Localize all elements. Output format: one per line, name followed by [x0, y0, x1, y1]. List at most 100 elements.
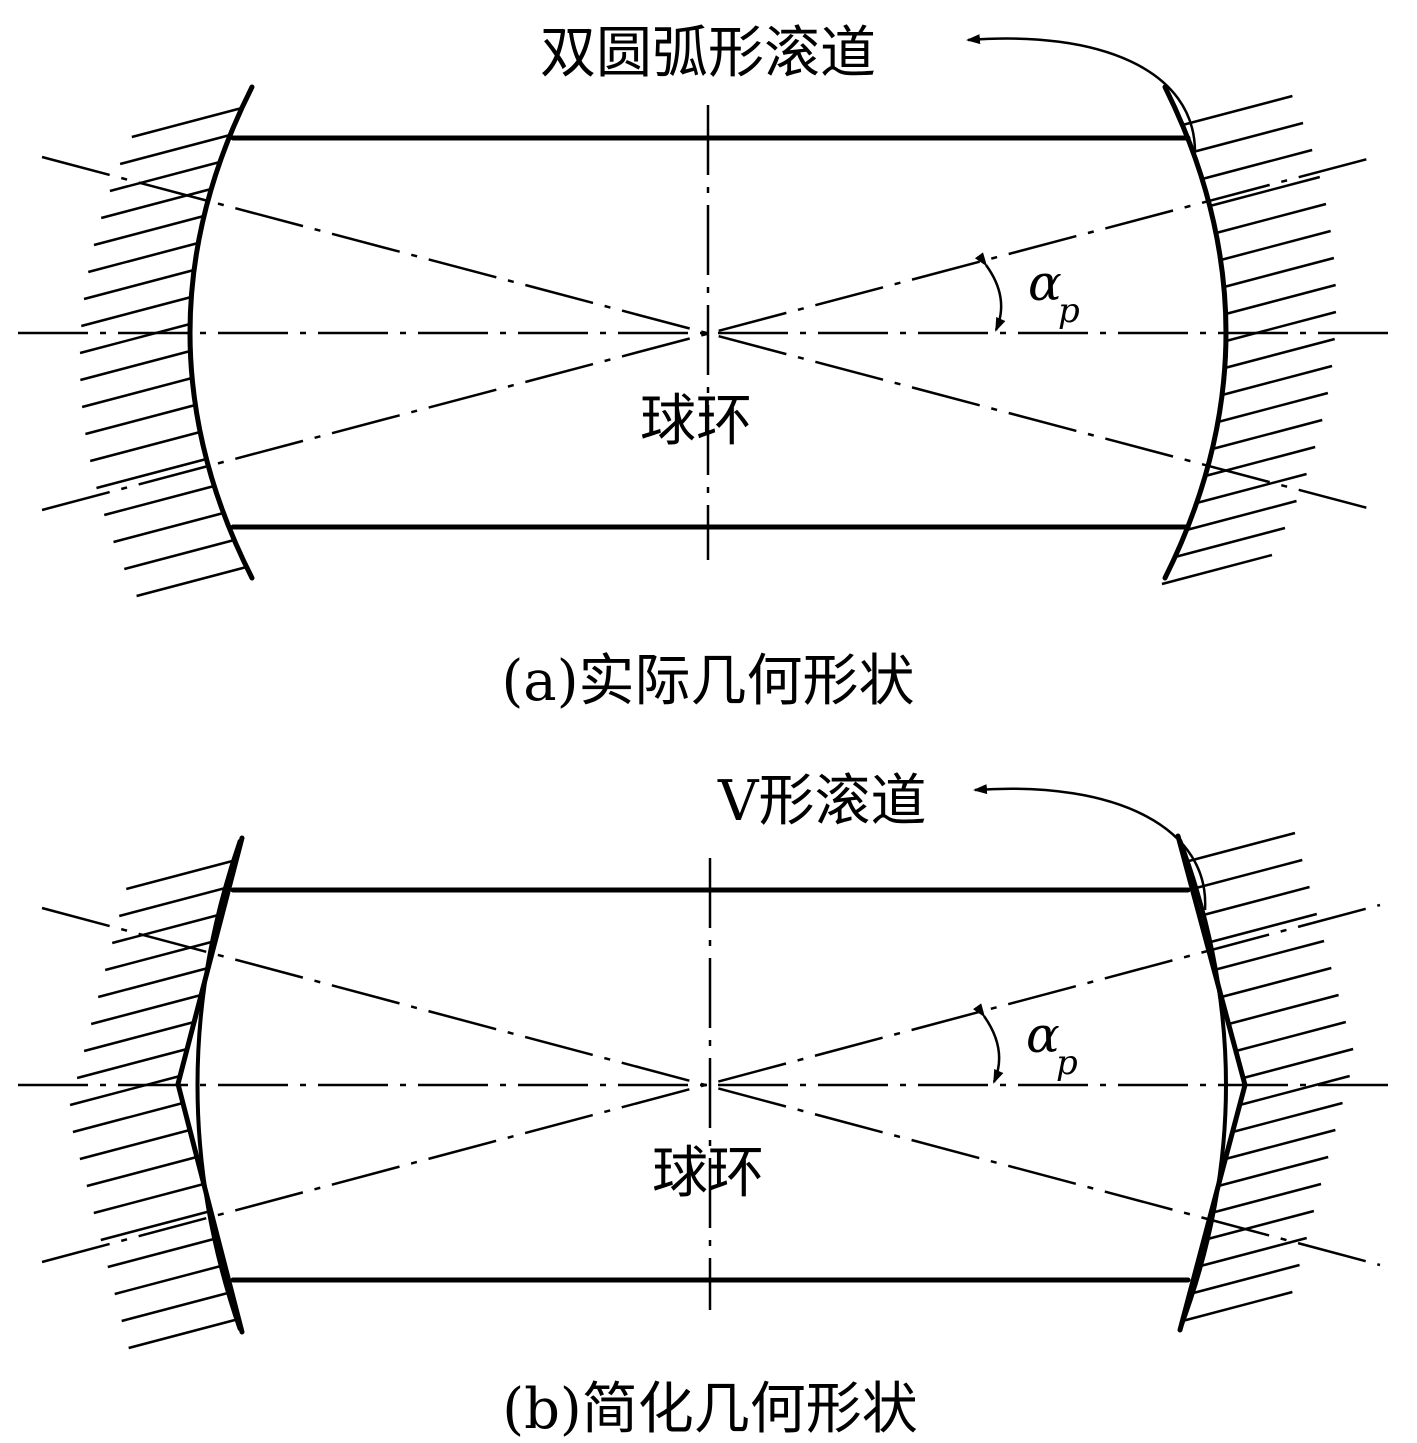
hatch-line	[1225, 310, 1337, 343]
right-arc-raceway	[1162, 84, 1229, 581]
hatch-line	[1242, 1047, 1354, 1080]
hatch-line	[109, 160, 221, 193]
hatch-line	[85, 403, 196, 436]
hatch-line	[72, 1101, 184, 1134]
angle-subscript-a: p	[1058, 291, 1080, 331]
hatch-line	[125, 858, 237, 891]
panel-b: V形滚道 球环 α p (b)简化几何形状	[18, 769, 1400, 1442]
hatch-line	[79, 1128, 191, 1161]
contact-line-b1	[41, 906, 1381, 1267]
hatch-line	[69, 1074, 181, 1107]
hatch-line	[1203, 1209, 1315, 1242]
right-arc-reference	[1178, 839, 1228, 1331]
left-arc-raceway	[187, 84, 255, 581]
hatch-line	[1235, 1020, 1347, 1053]
hatch-line	[97, 966, 209, 999]
hatch-line	[93, 214, 205, 247]
hatch-line	[1204, 445, 1316, 478]
hatch-line	[1215, 202, 1327, 235]
hatch-line	[1211, 418, 1323, 451]
hatch-line	[96, 457, 207, 490]
hatch-line	[1199, 885, 1310, 918]
hatch-line	[1161, 553, 1273, 586]
leader-arrow-b	[973, 784, 1207, 911]
contact-line-b2	[41, 903, 1381, 1264]
hatch-line	[1209, 175, 1321, 208]
angle-symbol-b: α	[1026, 1006, 1060, 1064]
contact-line-a2	[41, 155, 1376, 512]
angle-subscript-b: p	[1056, 1043, 1078, 1083]
hatch-line	[1191, 858, 1303, 891]
right-v-raceway	[1175, 833, 1248, 1333]
hatching-b	[69, 831, 1354, 1350]
left-arc-reference	[195, 839, 242, 1331]
hatch-line	[104, 939, 216, 972]
hatch-line	[79, 322, 191, 355]
hatch-line	[131, 106, 243, 139]
hatch-line	[80, 295, 192, 328]
hatch-line	[1221, 364, 1333, 397]
hatch-line	[83, 1020, 195, 1053]
hatch-line	[121, 1290, 232, 1323]
hatch-line	[1182, 94, 1293, 127]
hatch-line	[113, 511, 224, 544]
hatch-line	[1184, 831, 1296, 864]
hatch-line	[1217, 391, 1329, 424]
hatch-line	[100, 1209, 212, 1242]
hatch-line	[100, 187, 212, 220]
hatch-line	[76, 1047, 188, 1080]
angle-arc-b	[972, 1003, 1004, 1084]
hatch-line	[123, 538, 235, 571]
angle-arc-a	[974, 252, 1006, 332]
hatch-line	[1239, 1074, 1351, 1107]
raceway-label-a: 双圆弧形滚道	[540, 21, 876, 86]
hatch-line	[93, 1182, 205, 1215]
contact-line-a1	[41, 155, 1376, 512]
hatch-line	[1196, 1236, 1308, 1269]
hatch-line	[136, 565, 247, 598]
hatch-line	[1210, 1182, 1322, 1215]
hatch-line	[1201, 148, 1313, 181]
hatch-line	[1186, 499, 1297, 532]
hatch-line	[1192, 121, 1304, 154]
hatch-line	[103, 484, 215, 517]
hatch-line	[1174, 526, 1286, 559]
hatch-line	[1206, 912, 1318, 945]
hatch-line	[86, 1155, 198, 1188]
leader-arrow-a	[966, 34, 1197, 153]
ring-label-b: 球环	[652, 1141, 764, 1206]
hatch-line	[1196, 472, 1307, 505]
hatch-line	[119, 133, 231, 166]
hatch-line	[107, 1236, 219, 1269]
hatch-line	[87, 241, 199, 274]
panel-a: 双圆弧形滚道 球环 α p (a)实际几何形状	[18, 21, 1400, 714]
hatch-line	[128, 1317, 239, 1350]
hatch-line	[90, 993, 202, 1026]
hatch-line	[1221, 966, 1332, 999]
hatch-line	[1182, 1290, 1293, 1323]
hatch-line	[1217, 1155, 1329, 1188]
hatch-line	[89, 430, 201, 463]
hatch-line	[1189, 1263, 1300, 1296]
hatch-line	[1232, 1101, 1343, 1134]
hatch-line	[1213, 939, 1325, 972]
hatch-line	[1228, 993, 1339, 1026]
caption-b: (b)简化几何形状	[502, 1377, 918, 1442]
hatch-line	[1224, 337, 1336, 370]
angle-symbol-a: α	[1028, 254, 1062, 312]
hatch-line	[111, 912, 223, 945]
hatching-a	[79, 94, 1337, 598]
hatch-line	[81, 376, 193, 409]
hatch-line	[118, 885, 230, 918]
hatch-line	[114, 1263, 226, 1296]
hatch-line	[83, 268, 195, 301]
hatch-line	[1223, 256, 1335, 289]
hatch-line	[1220, 229, 1331, 262]
left-v-raceway	[175, 835, 245, 1335]
ring-label-a: 球环	[640, 389, 752, 454]
hatch-line	[1225, 1128, 1336, 1161]
hatch-line	[80, 349, 191, 382]
caption-a: (a)实际几何形状	[501, 649, 914, 714]
